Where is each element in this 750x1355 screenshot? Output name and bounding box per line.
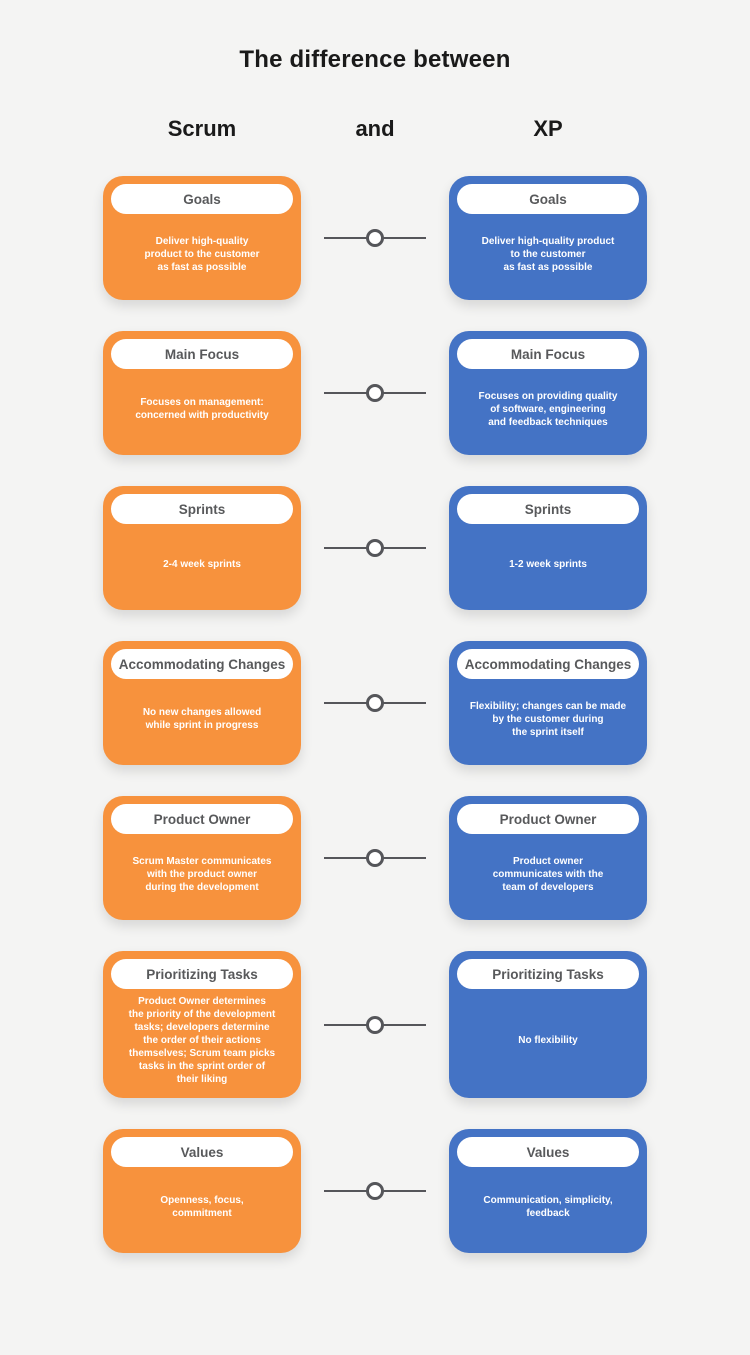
- xp-card: Goals Deliver high-quality product to th…: [449, 176, 647, 300]
- scrum-card-title-pill: Values: [111, 1137, 293, 1167]
- xp-card: Product Owner Product owner communicates…: [449, 796, 647, 920]
- connector-circle-icon: [366, 1182, 384, 1200]
- xp-card-text: No flexibility: [518, 1035, 578, 1046]
- connector: [301, 176, 449, 300]
- scrum-card-title-label: Main Focus: [164, 346, 240, 362]
- scrum-card-text: 2-4 week sprints: [163, 558, 241, 570]
- comparison-row: Prioritizing Tasks Product Owner determi…: [103, 951, 647, 1098]
- xp-card-title-pill: Main Focus: [457, 339, 639, 369]
- comparison-row: Main Focus Focuses on management: concer…: [103, 331, 647, 455]
- scrum-card: Sprints 2-4 week sprints: [103, 486, 301, 610]
- column-header-scrum: Scrum: [167, 116, 237, 141]
- connector: [301, 331, 449, 455]
- xp-card-title-label: Goals: [529, 191, 567, 207]
- scrum-card-title-pill: Product Owner: [111, 804, 293, 834]
- xp-card-title-label: Accommodating Changes: [464, 656, 632, 672]
- scrum-card: Prioritizing Tasks Product Owner determi…: [103, 951, 301, 1098]
- column-headers: Scrum and XP: [103, 116, 647, 142]
- scrum-card-title-label: Product Owner: [153, 811, 251, 827]
- xp-card-title-label: Main Focus: [510, 346, 586, 362]
- scrum-card-title-label: Accommodating Changes: [118, 656, 286, 672]
- scrum-card-title-label: Goals: [183, 191, 221, 207]
- xp-card-text: Product owner communicates with the team…: [492, 855, 604, 893]
- scrum-card: Product Owner Scrum Master communicates …: [103, 796, 301, 920]
- xp-card-text: Deliver high-quality product to the cust…: [481, 235, 615, 273]
- scrum-card-text: Deliver high-quality product to the cust…: [144, 235, 260, 273]
- xp-card-title-label: Sprints: [524, 501, 572, 517]
- connector-circle-icon: [366, 694, 384, 712]
- connector-circle-icon: [366, 384, 384, 402]
- xp-card: Main Focus Focuses on providing quality …: [449, 331, 647, 455]
- xp-card-text: 1-2 week sprints: [509, 558, 587, 570]
- xp-card-title-label: Prioritizing Tasks: [492, 966, 604, 982]
- xp-card: Values Communication, simplicity, feedba…: [449, 1129, 647, 1253]
- xp-card-title-label: Product Owner: [499, 811, 597, 827]
- connector: [301, 796, 449, 920]
- comparison-row: Goals Deliver high-quality product to th…: [103, 176, 647, 300]
- comparison-rows: Goals Deliver high-quality product to th…: [103, 176, 647, 1253]
- connector: [301, 1129, 449, 1253]
- scrum-card-text: Product Owner determines the priority of…: [128, 996, 276, 1085]
- connector-circle-icon: [366, 1015, 384, 1034]
- connector-circle-icon: [366, 539, 384, 557]
- scrum-card: Goals Deliver high-quality product to th…: [103, 176, 301, 300]
- scrum-card-text: Openness, focus, commitment: [160, 1195, 244, 1219]
- scrum-card: Values Openness, focus, commitment: [103, 1129, 301, 1253]
- xp-card-title-pill: Values: [457, 1137, 639, 1167]
- xp-card: Sprints 1-2 week sprints: [449, 486, 647, 610]
- column-header-and: and: [355, 116, 395, 141]
- xp-card-title-pill: Prioritizing Tasks: [457, 959, 639, 989]
- scrum-card-text: Scrum Master communicates with the produ…: [132, 855, 272, 893]
- connector-circle-icon: [366, 229, 384, 247]
- xp-card: Prioritizing Tasks No flexibility: [449, 951, 647, 1098]
- connector-circle-icon: [366, 849, 384, 867]
- comparison-row: Product Owner Scrum Master communicates …: [103, 796, 647, 920]
- scrum-card: Main Focus Focuses on management: concer…: [103, 331, 301, 455]
- xp-card-text: Flexibility; changes can be made by the …: [469, 700, 627, 738]
- connector: [301, 486, 449, 610]
- column-header-xp: XP: [533, 116, 563, 141]
- connector: [301, 951, 449, 1098]
- comparison-row: Sprints 2-4 week sprints Sprints 1-2 wee…: [103, 486, 647, 610]
- scrum-card-title-label: Prioritizing Tasks: [146, 966, 258, 982]
- comparison-row: Accommodating Changes No new changes all…: [103, 641, 647, 765]
- scrum-card-title-label: Values: [180, 1144, 224, 1160]
- scrum-card-title-pill: Sprints: [111, 494, 293, 524]
- scrum-card: Accommodating Changes No new changes all…: [103, 641, 301, 765]
- scrum-card-title-pill: Main Focus: [111, 339, 293, 369]
- scrum-card-title-pill: Goals: [111, 184, 293, 214]
- page-title: The difference between: [239, 46, 511, 73]
- comparison-row: Values Openness, focus, commitment Value…: [103, 1129, 647, 1253]
- xp-card-text: Focuses on providing quality of software…: [478, 390, 618, 428]
- xp-card-title-pill: Product Owner: [457, 804, 639, 834]
- scrum-card-title-pill: Prioritizing Tasks: [111, 959, 293, 989]
- xp-card: Accommodating Changes Flexibility; chang…: [449, 641, 647, 765]
- xp-card-title-pill: Accommodating Changes: [457, 649, 639, 679]
- xp-card-text: Communication, simplicity, feedback: [483, 1195, 613, 1219]
- xp-card-title-label: Values: [526, 1144, 570, 1160]
- connector: [301, 641, 449, 765]
- scrum-card-title-label: Sprints: [178, 501, 226, 517]
- scrum-card-text: Focuses on management: concerned with pr…: [135, 397, 269, 421]
- scrum-card-title-pill: Accommodating Changes: [111, 649, 293, 679]
- xp-card-title-pill: Goals: [457, 184, 639, 214]
- xp-card-title-pill: Sprints: [457, 494, 639, 524]
- scrum-card-text: No new changes allowed while sprint in p…: [142, 707, 262, 731]
